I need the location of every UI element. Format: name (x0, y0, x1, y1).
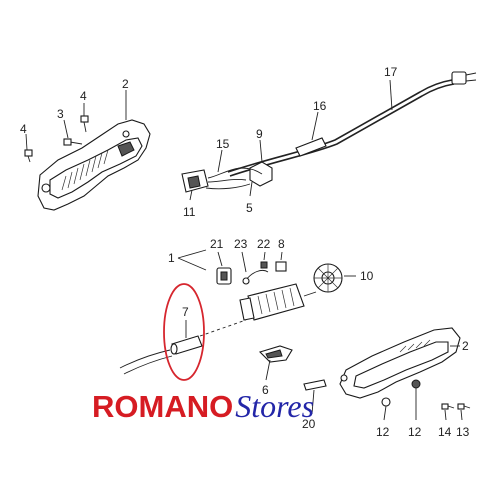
power-cable (227, 71, 477, 177)
nut-12-right (411, 379, 421, 389)
label-13: 13 (456, 425, 470, 439)
label-14: 14 (438, 425, 452, 439)
wires-15 (205, 167, 263, 190)
label-17: 17 (384, 65, 398, 79)
label-7: 7 (182, 305, 189, 319)
screw-13 (457, 403, 471, 410)
watermark-main-text: ROMANO (92, 389, 234, 424)
label-2-top: 2 (122, 77, 129, 91)
screw-4-upper (80, 115, 89, 133)
watermark-sub-text: Stores (235, 388, 315, 424)
watermark-logo: ROMANOStores (92, 388, 314, 425)
label-10: 10 (360, 269, 374, 283)
label-4-left: 4 (20, 122, 27, 136)
label-3: 3 (57, 107, 64, 121)
screw-4-left (24, 149, 33, 163)
label-2-bottom: 2 (462, 339, 469, 353)
trigger-6 (258, 345, 293, 363)
brush-cap-8 (275, 261, 287, 272)
label-11: 11 (183, 205, 196, 219)
label-1: 1 (168, 251, 175, 265)
screw-3 (63, 138, 83, 146)
label-9: 9 (256, 127, 263, 141)
switch-bracket-9 (249, 161, 273, 187)
label-21: 21 (210, 237, 224, 251)
cable-strain-relief (295, 137, 327, 157)
brush-22 (260, 261, 268, 269)
shaft-7 (119, 319, 247, 375)
label-15: 15 (216, 137, 230, 151)
brush-spring-23 (242, 269, 269, 285)
label-22: 22 (257, 237, 271, 251)
label-16: 16 (313, 99, 327, 113)
lock-button-20 (303, 379, 327, 391)
label-6: 6 (262, 383, 269, 397)
label-23: 23 (234, 237, 248, 251)
nut-12-left (381, 397, 391, 407)
label-4-upper: 4 (80, 89, 87, 103)
switch-block-11 (181, 169, 209, 193)
brush-holder-21 (216, 267, 232, 285)
housing-half-top-left (37, 119, 151, 211)
gear-10 (313, 263, 343, 293)
label-20: 20 (302, 417, 316, 431)
housing-half-bottom-right (339, 327, 461, 399)
motor-armature (239, 283, 317, 321)
label-12-right: 12 (408, 425, 422, 439)
label-8: 8 (278, 237, 285, 251)
label-5: 5 (246, 201, 253, 215)
screw-14 (441, 403, 455, 410)
label-12-left: 12 (376, 425, 390, 439)
highlight-circle (163, 283, 205, 381)
leader-lines (25, 79, 463, 421)
